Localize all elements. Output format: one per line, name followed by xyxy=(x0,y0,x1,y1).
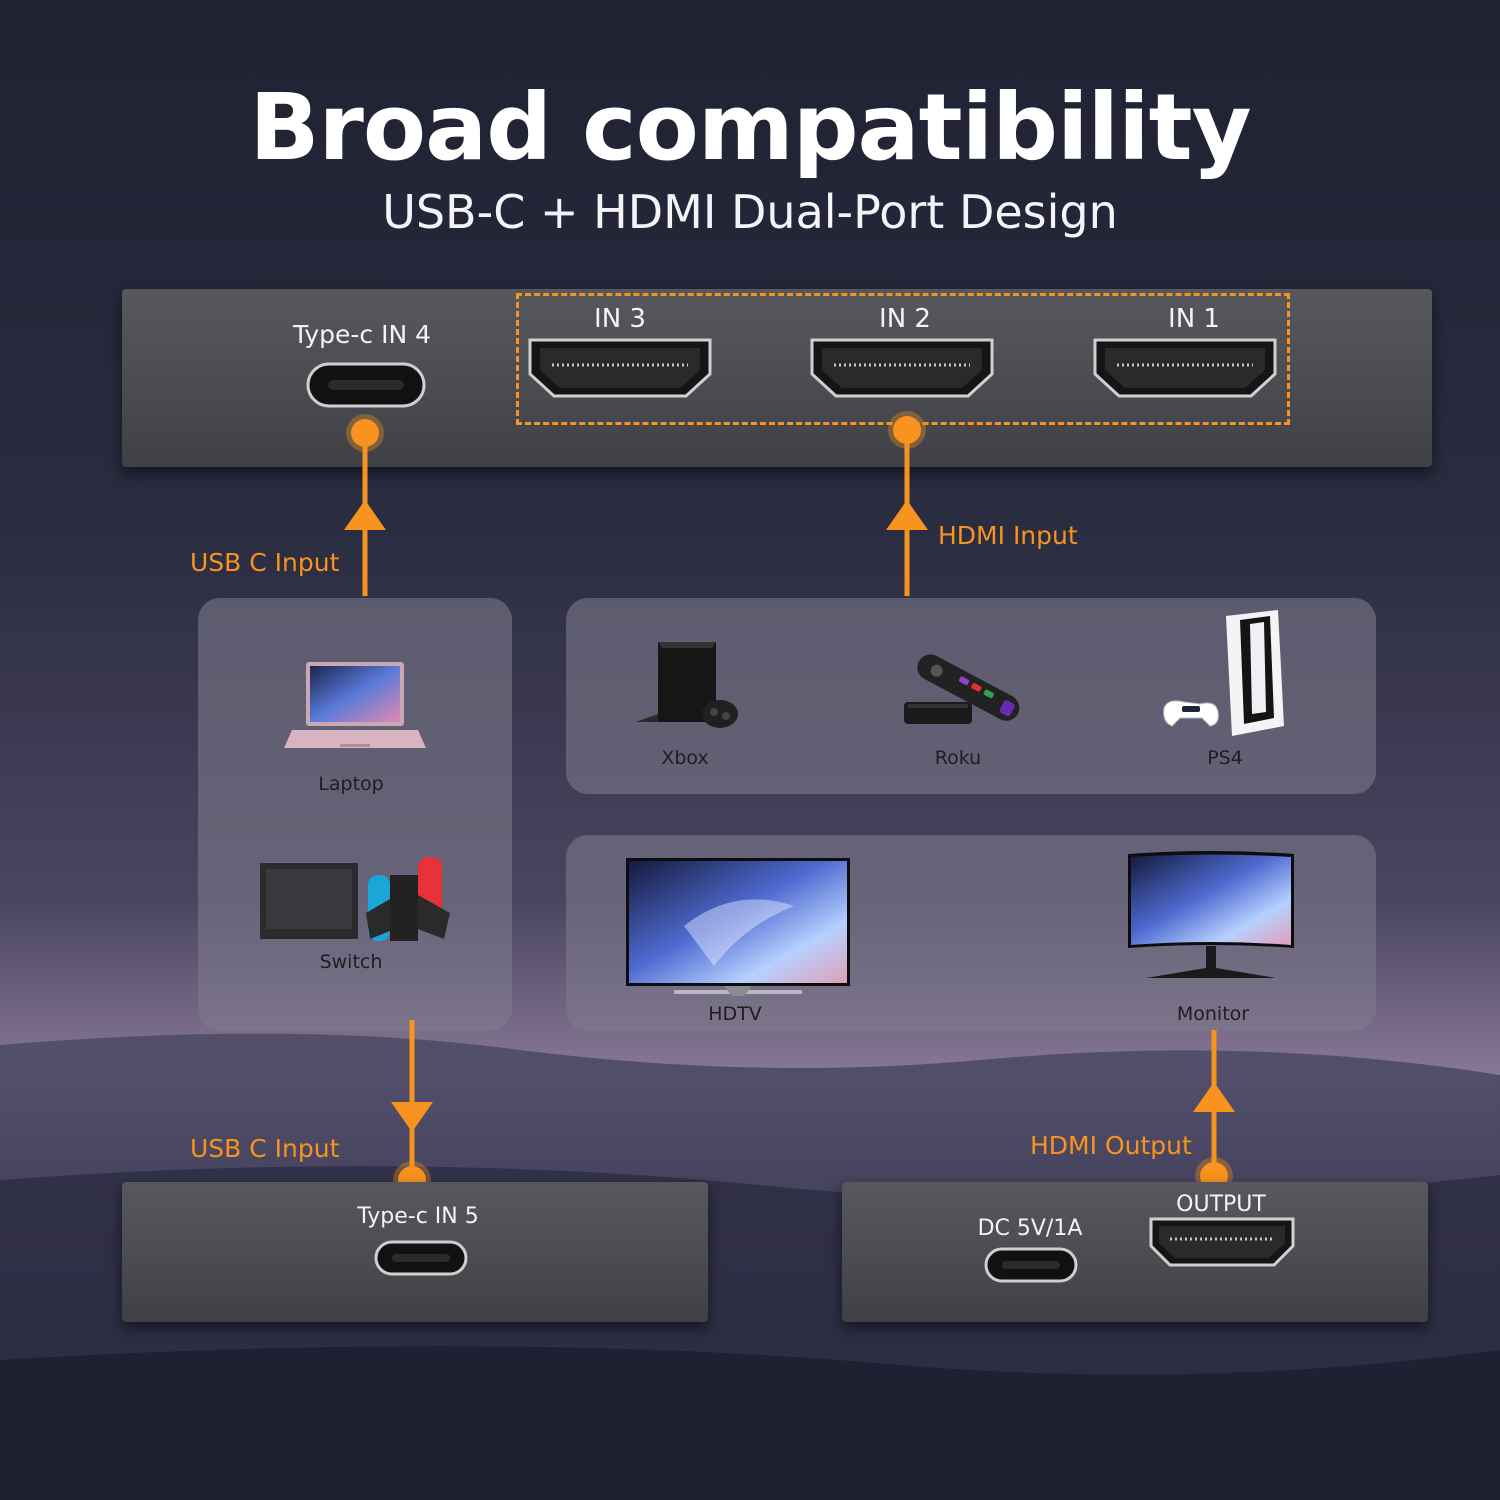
roku-device-icon xyxy=(904,654,1020,724)
hdmi-port-icon xyxy=(1093,338,1277,398)
xbox-console-icon xyxy=(636,642,738,728)
arrow-up-icon xyxy=(344,500,386,530)
typec-in4-label: Type-c IN 4 xyxy=(292,320,432,349)
hdtv-label: HDTV xyxy=(708,1003,762,1025)
dc-power-label: DC 5V/1A xyxy=(977,1216,1083,1241)
monitor-icon xyxy=(1128,851,1294,978)
hdmi-in2-label: IN 2 xyxy=(879,304,931,334)
hdmi-in3-label: IN 3 xyxy=(594,304,646,334)
usb-c-port-icon xyxy=(306,362,426,408)
hdmi-port-icon xyxy=(810,338,994,398)
page-subtitle: USB-C + HDMI Dual-Port Design xyxy=(382,185,1118,239)
xbox-label: Xbox xyxy=(661,747,709,769)
roku-label: Roku xyxy=(934,747,982,769)
hdmi-in1-label: IN 1 xyxy=(1168,304,1220,334)
usb-c-port-icon xyxy=(984,1247,1078,1283)
hdmi-output-port-label: OUTPUT xyxy=(1176,1192,1266,1217)
monitor-label: Monitor xyxy=(1176,1003,1250,1025)
connection-dot xyxy=(351,419,379,447)
connection-dot xyxy=(893,416,921,444)
hdmi-port-icon xyxy=(528,338,712,398)
switch-label: Switch xyxy=(319,951,383,973)
bottom-right-panel xyxy=(842,1182,1428,1322)
usbc-input-bottom-label: USB C Input xyxy=(190,1134,340,1163)
hdtv-icon xyxy=(626,858,850,996)
laptop-icon xyxy=(284,662,426,748)
laptop-label: Laptop xyxy=(318,773,384,795)
usbc-input-top-label: USB C Input xyxy=(190,548,340,577)
typec-in5-label: Type-c IN 5 xyxy=(357,1204,479,1229)
arrow-up-icon xyxy=(1193,1082,1235,1112)
hdmi-port-icon xyxy=(1149,1217,1295,1267)
ps4-label: PS4 xyxy=(1207,747,1243,769)
page-title: Broad compatibility xyxy=(249,74,1251,181)
arrow-down-icon xyxy=(391,1102,433,1132)
arrow-up-icon xyxy=(886,500,928,530)
ps5-console-icon xyxy=(1163,610,1284,736)
hdmi-output-label: HDMI Output xyxy=(1030,1131,1192,1160)
usb-c-port-icon xyxy=(374,1240,468,1276)
nintendo-switch-icon xyxy=(260,857,450,941)
hdmi-input-label: HDMI Input xyxy=(938,521,1078,550)
